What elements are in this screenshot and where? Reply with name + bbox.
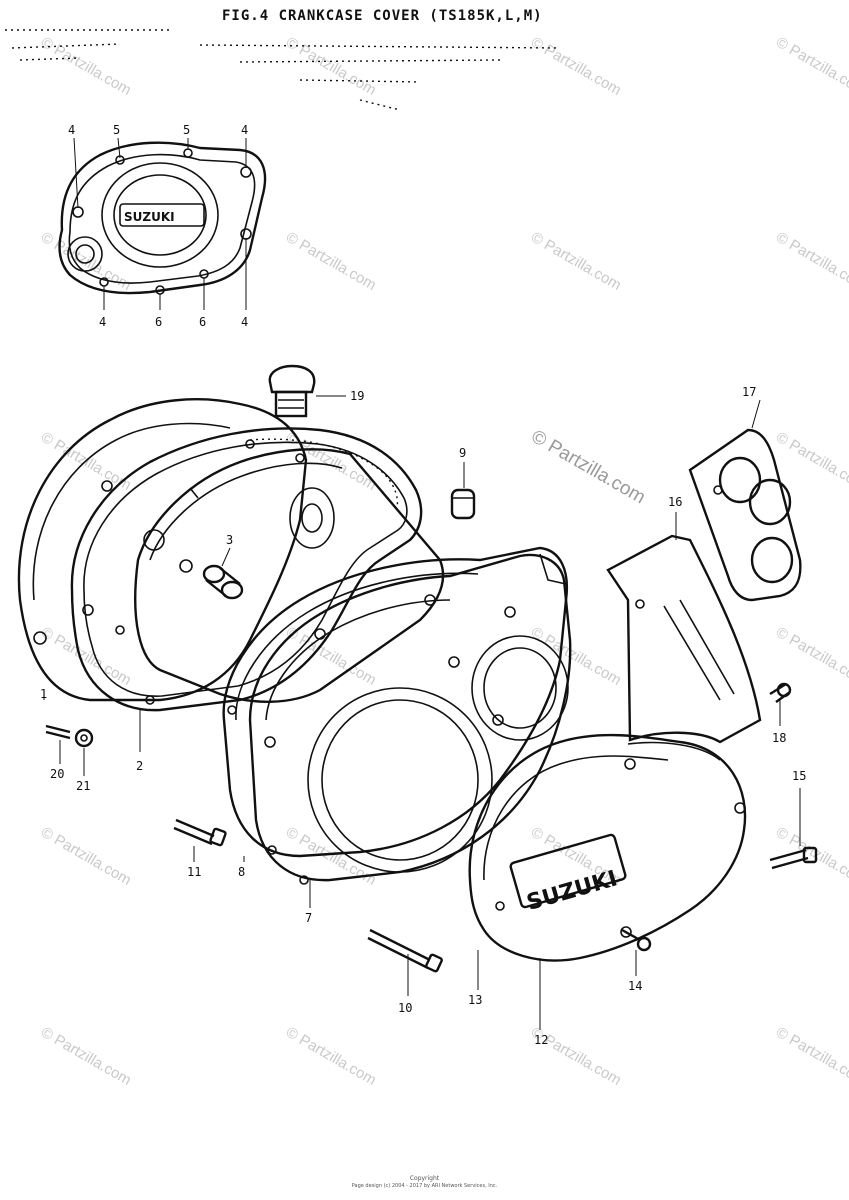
watermark-text: © Partzilla.com <box>283 229 379 294</box>
watermark-text: © Partzilla.com <box>528 229 624 294</box>
callout-2: 2 <box>136 759 143 773</box>
callout-15: 15 <box>792 769 806 783</box>
watermark-text: © Partzilla.com <box>773 34 849 99</box>
callout-6: 6 <box>199 315 206 329</box>
callout-11: 11 <box>187 865 201 879</box>
callout-3: 3 <box>226 533 233 547</box>
part-2-gasket <box>70 427 423 712</box>
watermark-text: © Partzilla.com <box>773 624 849 689</box>
callout-8: 8 <box>238 865 245 879</box>
footer-copyright: Copyright <box>409 1175 440 1182</box>
scan-noise <box>5 29 561 111</box>
footer-credit: Page design (c) 2004 - 2017 by ARI Netwo… <box>351 1183 498 1189</box>
callout-1: 1 <box>40 687 47 701</box>
part-9-dowel <box>450 462 476 520</box>
callout-17: 17 <box>742 385 756 399</box>
callout-14: 14 <box>628 979 642 993</box>
callout-4: 4 <box>68 123 75 137</box>
callout-10: 10 <box>398 1001 412 1015</box>
part-3-dowel <box>202 547 244 600</box>
watermark-text: © Partzilla.com <box>38 1024 134 1089</box>
watermark-text: © Partzilla.com <box>283 34 379 99</box>
part-10-screw <box>367 928 443 973</box>
leader-lines <box>43 399 801 1030</box>
part-21-washer <box>74 728 94 748</box>
part-16-sprocket-guard <box>606 534 762 744</box>
callout-18: 18 <box>772 731 786 745</box>
watermark-text: © Partzilla.com <box>773 229 849 294</box>
callout-12: 12 <box>534 1033 548 1047</box>
callout-16: 16 <box>668 495 682 509</box>
callout-5: 5 <box>113 123 120 137</box>
callout-4: 4 <box>99 315 106 329</box>
watermark-text: © Partzilla.com <box>773 1024 849 1089</box>
watermark-text: © Partzilla.com <box>38 824 134 889</box>
part-1-left-cover <box>17 398 308 702</box>
part-18-screw <box>769 682 792 703</box>
part-7-middle-housing <box>134 448 445 703</box>
watermark-text: © Partzilla.com <box>38 34 134 99</box>
callout-4: 4 <box>241 315 248 329</box>
callout-19: 19 <box>350 389 364 403</box>
part-11-screw <box>173 818 227 847</box>
callout-20: 20 <box>50 767 64 781</box>
part-20-screw <box>45 724 71 740</box>
part-17-cover-plate <box>688 428 802 602</box>
part-15-screw <box>769 846 818 870</box>
callout-9: 9 <box>459 446 466 460</box>
callout-6: 6 <box>155 315 162 329</box>
watermark-text: © Partzilla.com <box>528 34 624 99</box>
callout-21: 21 <box>76 779 90 793</box>
diagram-title: FIG.4 CRANKCASE COVER (TS185K,L,M) <box>222 8 543 24</box>
watermark-text-large: © Partzilla.com <box>528 426 649 508</box>
part-12-outer-cover <box>468 733 747 962</box>
inset-leader-lines <box>73 137 247 310</box>
part-7-right-cover <box>248 553 572 885</box>
part-14-screw <box>621 928 652 952</box>
watermark-text: © Partzilla.com <box>283 1024 379 1089</box>
inset-cover-logo: SUZUKI <box>124 210 175 224</box>
outer-cover-logo: SUZUKI <box>524 866 620 916</box>
callout-5: 5 <box>183 123 190 137</box>
inset-left-cover <box>58 141 267 295</box>
watermark-layer: © Partzilla.com © Partzilla.com © Partzi… <box>38 34 849 1089</box>
callout-13: 13 <box>468 993 482 1007</box>
callout-4: 4 <box>241 123 248 137</box>
watermark-text: © Partzilla.com <box>773 429 849 494</box>
callout-7: 7 <box>305 911 312 925</box>
part-19-oil-cap <box>268 364 346 418</box>
